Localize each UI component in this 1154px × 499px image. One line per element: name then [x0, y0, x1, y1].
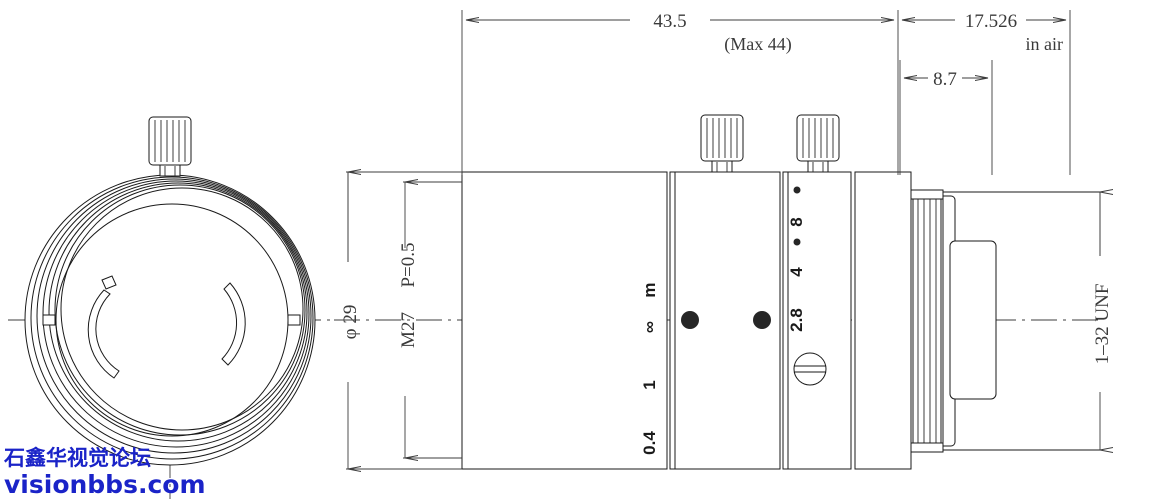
dimension-outer-diameter: φ 29	[340, 172, 462, 469]
front-view-notch-marks	[43, 315, 300, 325]
watermark: 石鑫华视觉论坛 visionbbs.com	[3, 446, 206, 499]
front-view-arc-slots	[88, 276, 245, 378]
aperture-scale-f28: 2.8	[787, 308, 806, 332]
slotted-set-screw	[794, 353, 826, 385]
rear-barrel	[855, 172, 911, 469]
aperture-lock-knurled-screw	[797, 115, 839, 172]
aperture-ring-barrel	[783, 172, 851, 469]
dimension-filter-thread: M27 P=0.5	[398, 182, 462, 458]
focus-scale-1m: 1	[640, 380, 659, 389]
focus-lock-knurled-screw	[701, 115, 743, 172]
aperture-index-dot	[753, 311, 771, 329]
front-view	[8, 117, 330, 499]
aperture-scale-f8: 8	[787, 217, 806, 226]
dimension-filter-thread-pitch: P=0.5	[398, 242, 419, 287]
aperture-scale-dot-1	[793, 186, 801, 194]
focus-scale-04m: 0.4	[640, 431, 659, 455]
front-view-concentric-rings	[25, 175, 315, 465]
dimension-outer-diameter-value: φ 29	[340, 305, 361, 340]
side-view-profile-extension-lines	[943, 192, 1100, 450]
dimension-mount-thread-value: 1–32 UNF	[1092, 284, 1113, 365]
rear-flange-boss	[950, 241, 996, 399]
dimension-back-focal-length: 17.526 in air	[902, 10, 1071, 175]
watermark-chinese: 石鑫华视觉论坛	[3, 446, 151, 470]
dimension-mount-thread: 1–32 UNF	[1092, 192, 1113, 450]
focus-scale-unit: m	[640, 282, 659, 297]
focus-distance-scale: m ∞ 1 0.4	[640, 282, 659, 454]
aperture-f-stop-scale: 8 4 2.8	[787, 186, 806, 332]
aperture-scale-dot-2	[793, 238, 801, 246]
dimension-back-focal-value: 17.526	[965, 11, 1017, 32]
focus-scale-infinity: ∞	[640, 321, 659, 333]
dimension-overall-length-value: 43.5	[653, 11, 686, 32]
dimension-overall-length-note: (Max 44)	[724, 34, 791, 55]
front-barrel	[462, 172, 667, 469]
dimension-overall-length: 43.5 (Max 44)	[461, 10, 899, 175]
focus-index-dot	[681, 311, 699, 329]
side-view: m ∞ 1 0.4 8 4 2.8	[334, 115, 1100, 469]
dimension-mount-length: 8.7	[899, 60, 993, 175]
front-view-knurled-screw	[149, 117, 191, 176]
dimension-back-focal-note: in air	[1026, 34, 1064, 54]
dimension-mount-length-value: 8.7	[933, 69, 957, 90]
mount-thread-section	[911, 190, 955, 452]
dimension-filter-thread-value: M27	[398, 312, 419, 348]
aperture-scale-f4: 4	[787, 267, 806, 277]
watermark-english: visionbbs.com	[4, 470, 206, 499]
